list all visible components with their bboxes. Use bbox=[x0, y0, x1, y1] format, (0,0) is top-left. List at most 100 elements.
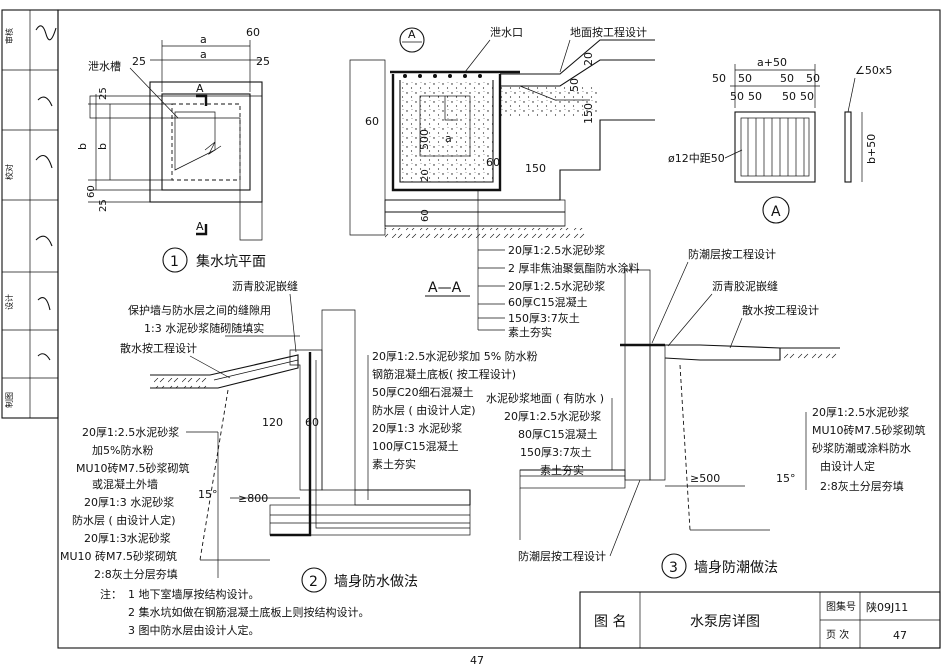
dim-50-slope: 50 bbox=[568, 78, 581, 92]
side-label-draw: 制图 bbox=[4, 392, 14, 408]
label-rebar: ø12中距50 bbox=[668, 152, 725, 165]
ref-circle-detail-a: A bbox=[771, 204, 781, 220]
d2-right-3: 防水层 ( 由设计人定) bbox=[372, 403, 476, 417]
aa-layer-0: 20厚1:2.5水泥砂浆 bbox=[508, 243, 605, 257]
dim-a-pit: a bbox=[445, 132, 452, 145]
title-atlas-value: 陕09J11 bbox=[866, 600, 908, 614]
note-1: 1 地下室墙厚按结构设计。 bbox=[128, 587, 260, 601]
page-number: 47 bbox=[470, 654, 484, 667]
d2-left-0: 20厚1:2.5水泥砂浆 bbox=[82, 425, 179, 439]
angle-15-d3: 15° bbox=[776, 472, 796, 485]
d2-left-1: 加5%防水粉 bbox=[92, 443, 153, 457]
section-mark-a-bottom: A bbox=[196, 220, 204, 233]
detail-1-sump-plan: a a 60 25 25 b b 25 60 25 泄水槽 A A 1 集水坑平… bbox=[76, 26, 270, 273]
dim-50-a: 50 bbox=[712, 72, 726, 85]
dim-150-slope: 150 bbox=[582, 103, 595, 124]
d3-left-4: 素土夯实 bbox=[540, 463, 584, 477]
caption-2-num: 2 bbox=[309, 574, 318, 590]
label-ground: 地面按工程设计 bbox=[570, 25, 647, 39]
d3-right-2: 砂浆防潮或涂料防水 bbox=[812, 441, 911, 455]
title-name-label: 图 名 bbox=[594, 614, 626, 630]
angle-15-d2: 15° bbox=[198, 488, 218, 501]
section-mark-a-top: A bbox=[196, 82, 204, 95]
d2-top-3: 散水按工程设计 bbox=[120, 341, 197, 355]
dim-50-d: 50 bbox=[806, 72, 820, 85]
dim-a-mid: a bbox=[200, 48, 207, 61]
section-aa: 泄水口 地面按工程设计 A 60 500 a 20 60 150 150 20 … bbox=[349, 25, 655, 339]
caption-1-num: 1 bbox=[170, 254, 179, 270]
dim-60-pit: 60 bbox=[486, 156, 500, 169]
d2-top-2: 1:3 水泥砂浆随砌随填实 bbox=[144, 321, 264, 335]
aa-layer-2: 20厚1:2.5水泥砂浆 bbox=[508, 279, 605, 293]
dim-25-b2: 25 bbox=[98, 199, 109, 212]
d2-right-1: 钢筋混凝土底板( 按工程设计) bbox=[372, 367, 516, 381]
d3-left-2: 80厚C15混凝土 bbox=[518, 427, 598, 441]
d2-right-4: 20厚1:3 水泥砂浆 bbox=[372, 421, 462, 435]
dim-50-e: 50 bbox=[730, 90, 744, 103]
dim-20-pit: 20 bbox=[420, 169, 431, 182]
label-outlet: 泄水口 bbox=[490, 26, 523, 39]
aa-layer-4: 150厚3:7灰土 bbox=[508, 311, 580, 325]
dim-b-outer: b bbox=[76, 143, 89, 150]
d3-left-0: 水泥砂浆地面 ( 有防水 ) bbox=[486, 391, 604, 405]
dim-60-wall: 60 bbox=[365, 115, 379, 128]
dim-500: ≥500 bbox=[690, 472, 720, 485]
title-page-value: 47 bbox=[893, 629, 907, 642]
dim-60-top: 60 bbox=[246, 26, 260, 39]
note-3: 3 图中防水层由设计人定。 bbox=[128, 623, 260, 637]
dim-50-b: 50 bbox=[738, 72, 752, 85]
title-page-label: 页 次 bbox=[826, 628, 849, 641]
caption-1: 集水坑平面 bbox=[196, 253, 266, 270]
d3-right-4: 2:8灰土分层夯填 bbox=[820, 479, 904, 493]
title-atlas-label: 图集号 bbox=[826, 600, 856, 613]
dim-b50: b+50 bbox=[865, 134, 878, 164]
dim-50-g: 50 bbox=[782, 90, 796, 103]
d2-left-8: 2:8灰土分层夯填 bbox=[94, 567, 178, 581]
dim-a-top: a bbox=[200, 33, 207, 46]
d2-right-6: 素土夯实 bbox=[372, 457, 416, 471]
label-angle: ∠50x5 bbox=[855, 64, 892, 77]
d3-right-0: 20厚1:2.5水泥砂浆 bbox=[812, 405, 909, 419]
dim-60-base: 60 bbox=[420, 209, 431, 222]
side-label-check: 校对 bbox=[4, 164, 14, 180]
dim-20-slope: 20 bbox=[582, 52, 595, 66]
dim-500: 500 bbox=[418, 129, 431, 150]
d2-left-5: 防水层 ( 由设计人定) bbox=[72, 513, 176, 527]
dim-a50: a+50 bbox=[757, 56, 787, 69]
ref-circle-a: A bbox=[408, 28, 416, 41]
dim-120: 120 bbox=[262, 416, 283, 429]
d2-left-4: 20厚1:3 水泥砂浆 bbox=[84, 495, 174, 509]
caption-3: 墙身防潮做法 bbox=[694, 560, 778, 576]
side-column: 审核 校对 设计 制图 bbox=[1, 9, 59, 419]
aa-layer-3: 60厚C15混凝土 bbox=[508, 295, 588, 309]
d3-left-1: 20厚1:2.5水泥砂浆 bbox=[504, 409, 601, 423]
notes-prefix: 注： bbox=[100, 587, 122, 601]
d3-top-1: 沥青胶泥嵌缝 bbox=[712, 279, 778, 293]
d3-right-3: 由设计人定 bbox=[820, 459, 875, 473]
note-2: 2 集水坑如做在钢筋混凝土底板上则按结构设计。 bbox=[128, 605, 370, 619]
dim-50-f: 50 bbox=[748, 90, 762, 103]
dim-800: ≥800 bbox=[238, 492, 268, 505]
dim-b-inner: b bbox=[96, 143, 109, 150]
caption-3-num: 3 bbox=[669, 560, 678, 576]
d2-right-5: 100厚C15混凝土 bbox=[372, 439, 459, 453]
d2-left-6: 20厚1:3水泥砂浆 bbox=[84, 531, 171, 545]
d3-top-0: 防潮层按工程设计 bbox=[688, 247, 776, 261]
d2-left-7: MU10 砖M7.5砂浆砌筑 bbox=[60, 549, 177, 563]
aa-layer-1: 2 厚非焦油聚氨酯防水涂料 bbox=[508, 261, 640, 275]
d2-right-0: 20厚1:2.5水泥砂浆加 5% 防水粉 bbox=[372, 349, 538, 363]
caption-aa: A—A bbox=[428, 280, 462, 296]
dim-25-b1: 25 bbox=[98, 87, 109, 100]
signature-mark bbox=[35, 25, 57, 361]
side-label-design: 设计 bbox=[4, 294, 14, 310]
detail-3-dampproofing: ≥500 15° 防潮层按工程设计 沥青胶泥嵌缝 散水按工程设计 水泥砂浆地面 … bbox=[486, 247, 926, 579]
dim-150-slab: 150 bbox=[525, 162, 546, 175]
label-trough: 泄水槽 bbox=[88, 60, 121, 73]
dim-25-right: 25 bbox=[256, 55, 270, 68]
d3-right-1: MU10砖M7.5砂浆砌筑 bbox=[812, 423, 926, 437]
dim-60-wall2: 60 bbox=[305, 416, 319, 429]
dim-50-c: 50 bbox=[780, 72, 794, 85]
d2-left-3: 或混凝土外墙 bbox=[92, 477, 158, 491]
dim-60-b: 60 bbox=[86, 185, 97, 198]
